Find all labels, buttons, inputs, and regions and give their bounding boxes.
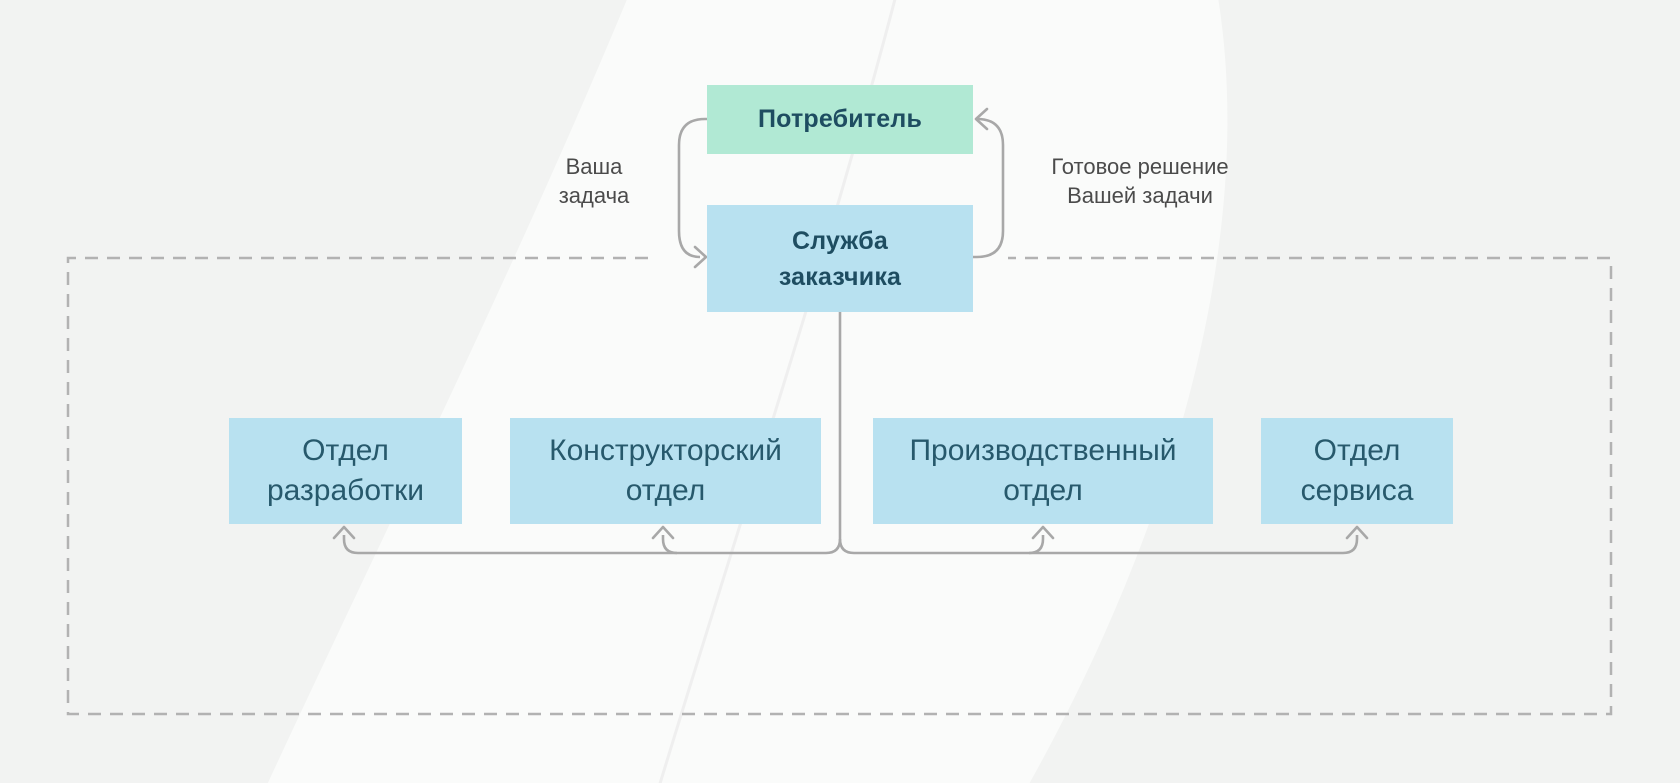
arrow-solution-to-consumer (973, 117, 1005, 259)
department-label: Отдел разработки (267, 434, 424, 507)
connector-stub-dept-2 (661, 535, 678, 555)
leaf-shape (267, 0, 1228, 783)
department-box-design: Конструкторский отдел (510, 418, 821, 524)
annotation-ready-solution: Готовое решение Вашей задачи (1051, 154, 1229, 208)
arrowhead-into-dept-4 (1345, 525, 1369, 540)
arrowhead-into-service (693, 245, 708, 269)
department-label: Производственный отдел (909, 434, 1177, 507)
customer-service-box: Служба заказчика (707, 205, 973, 312)
department-box-service: Отдел сервиса (1261, 418, 1453, 524)
department-box-production: Производственный отдел (873, 418, 1213, 524)
connector-branch-right (838, 535, 1359, 555)
connector-stub-dept-3 (1028, 535, 1045, 555)
department-label: Отдел сервиса (1300, 434, 1414, 507)
department-label: Конструкторский отдел (549, 434, 782, 507)
arrow-task-to-service (677, 117, 707, 259)
consumer-label: Потребитель (757, 105, 923, 133)
arrowhead-into-dept-3 (1031, 525, 1055, 540)
consumer-box: Потребитель (707, 85, 973, 154)
department-box-development: Отдел разработки (229, 418, 462, 524)
connector-branch-left (342, 535, 842, 555)
dashed-boundary (66, 256, 1613, 716)
arrowhead-into-dept-1 (332, 525, 356, 540)
arrowhead-into-consumer (974, 107, 989, 131)
customer-service-label: Служба заказчика (778, 226, 902, 291)
arrowhead-into-dept-2 (651, 525, 675, 540)
annotation-your-task: Ваша задача (558, 154, 630, 208)
